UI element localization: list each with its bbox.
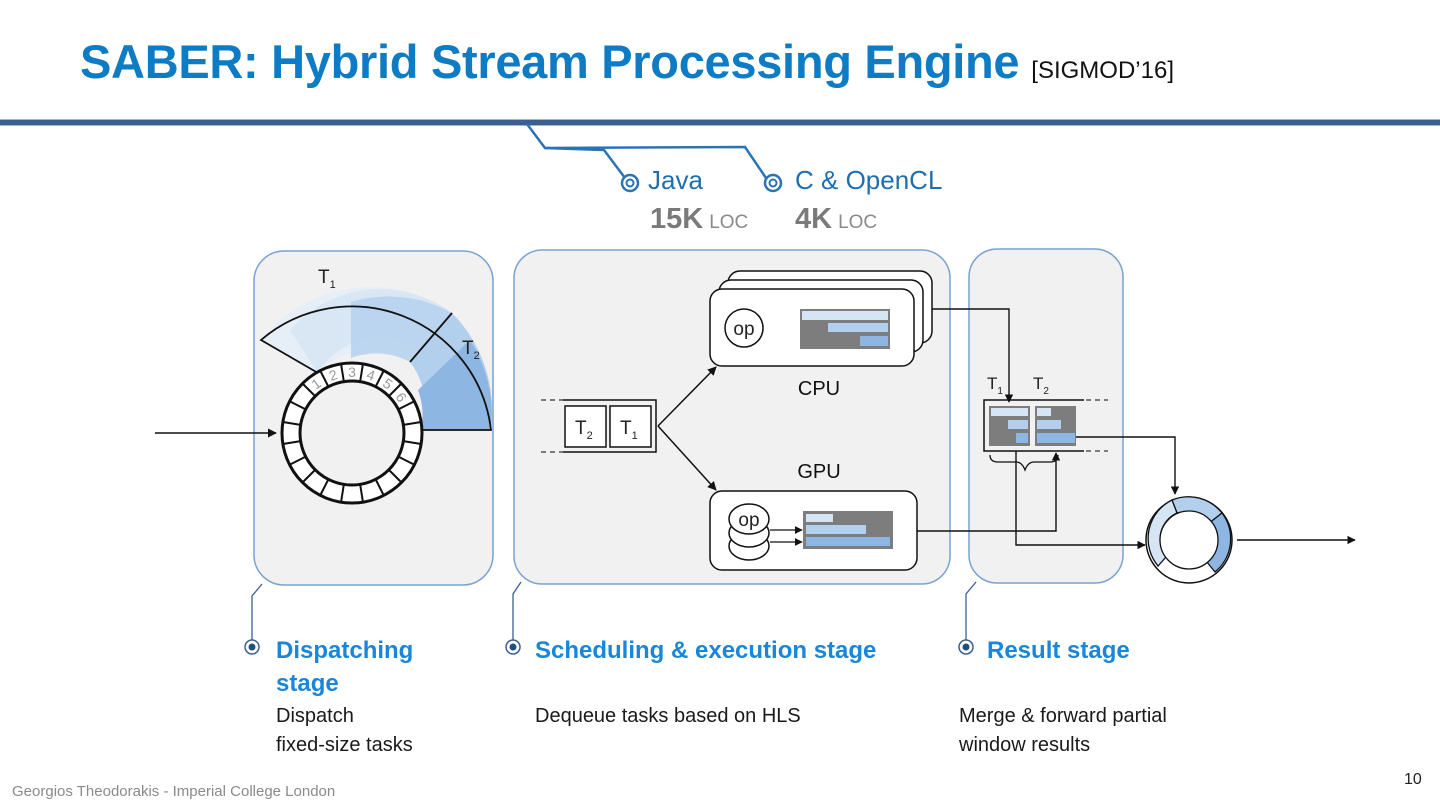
java-label: Java bbox=[648, 165, 703, 195]
gpu-op-stack bbox=[728, 503, 770, 535]
svg-text:T1: T1 bbox=[620, 418, 638, 442]
gpu-dispatch-arrow bbox=[657, 425, 717, 491]
ring-slot-divider bbox=[403, 440, 422, 445]
result-buffer: T1 T2 bbox=[983, 374, 1108, 472]
opencl-connector-line bbox=[544, 145, 768, 179]
merge-brace bbox=[989, 454, 1059, 472]
ring-slot-divider bbox=[319, 478, 330, 496]
ring-slot-divider bbox=[282, 421, 301, 426]
venue-label: [SIGMOD’16] bbox=[1031, 57, 1174, 84]
queue-task-t2 bbox=[564, 405, 607, 448]
slide-title: SABER: Hybrid Stream Processing Engine [S… bbox=[80, 34, 1174, 89]
scheduling-stage-title: Scheduling & execution stage bbox=[535, 634, 876, 667]
result-desc-line2: window results bbox=[959, 734, 1091, 756]
java-loc-unit: LOC bbox=[709, 212, 749, 233]
title-divider bbox=[0, 119, 1440, 126]
result-stage-desc: Merge & forward partial window results bbox=[959, 702, 1167, 760]
ring-slot-divider bbox=[359, 484, 364, 503]
opencl-loc-unit: LOC bbox=[838, 212, 878, 233]
dispatch-title-line2: stage bbox=[276, 670, 339, 697]
gpu-label: GPU bbox=[797, 461, 840, 483]
stage-callout-lines bbox=[251, 581, 977, 642]
opencl-label: C & OpenCL bbox=[795, 165, 943, 195]
ring-slot-divider bbox=[359, 363, 364, 382]
java-loc-value: 15K bbox=[650, 203, 704, 235]
page-number: 10 bbox=[1404, 771, 1422, 788]
result-stage-bullet-icon bbox=[958, 639, 974, 655]
cpu-workers: op CPU bbox=[709, 270, 933, 400]
cpu-dispatch-arrow bbox=[657, 366, 717, 427]
dispatch-stage-title: Dispatching stage bbox=[276, 634, 413, 700]
result-desc-line1: Merge & forward partial bbox=[959, 705, 1167, 727]
result-wires bbox=[917, 308, 1356, 550]
ring-slot-divider bbox=[374, 370, 385, 388]
scheduling-title-line1: Scheduling & execution stage bbox=[535, 637, 877, 664]
ring-slot-divider bbox=[403, 421, 422, 426]
ring-slot-divider bbox=[289, 400, 307, 411]
ring-slot-divider bbox=[397, 455, 415, 466]
ring-slot-divider bbox=[301, 382, 316, 397]
ring-slot-divider bbox=[374, 478, 385, 496]
java-bullet-icon bbox=[620, 173, 640, 193]
dispatch-stage-desc: Dispatch fixed-size tasks bbox=[276, 702, 413, 760]
opencl-bullet-icon bbox=[763, 173, 783, 193]
ring-slot-divider bbox=[388, 469, 403, 484]
footer-author: Georgios Theodorakis - Imperial College … bbox=[12, 783, 336, 800]
dispatch-stage-bullet-icon bbox=[244, 639, 260, 655]
svg-text:T2: T2 bbox=[575, 418, 593, 442]
ring-slot-divider bbox=[397, 400, 415, 411]
result-title-line1: Result stage bbox=[987, 637, 1130, 664]
ring-inner bbox=[298, 379, 406, 487]
task-queue: T2 T1 bbox=[541, 399, 657, 453]
scheduling-stage-bullet-icon bbox=[505, 639, 521, 655]
gpu-op-label: op bbox=[738, 510, 759, 531]
java-connector-line bbox=[526, 123, 626, 179]
cpu-op-label: op bbox=[733, 319, 754, 340]
scheduling-desc-line1: Dequeue tasks based on HLS bbox=[535, 705, 801, 727]
gpu-worker: GPU op bbox=[709, 461, 918, 571]
ring-slot-divider bbox=[282, 440, 301, 445]
ring-slot-divider bbox=[319, 370, 330, 388]
dispatch-desc-line2: fixed-size tasks bbox=[276, 734, 413, 756]
t2-label: T2 bbox=[462, 338, 480, 362]
ring-slot-divider bbox=[340, 363, 345, 382]
language-connectors bbox=[526, 123, 768, 179]
output-ring-buffer bbox=[1145, 496, 1233, 584]
ring-slot-divider bbox=[289, 455, 307, 466]
queue-task-t1 bbox=[609, 405, 652, 448]
scheduling-stage-desc: Dequeue tasks based on HLS bbox=[535, 702, 801, 731]
result-t1-label: T1 bbox=[987, 374, 1003, 397]
ring-slot-number: 3 bbox=[348, 364, 356, 380]
result-t2-label: T2 bbox=[1033, 374, 1049, 397]
ring-slot-divider bbox=[388, 382, 403, 397]
dispatch-title-line1: Dispatching bbox=[276, 637, 414, 664]
dispatch-desc-line1: Dispatch bbox=[276, 705, 354, 727]
result-stage-title: Result stage bbox=[987, 634, 1130, 667]
cpu-label: CPU bbox=[798, 378, 840, 400]
t1-label: T1 bbox=[318, 267, 336, 291]
cpu-op-circle bbox=[724, 308, 764, 348]
opencl-loc-value: 4K bbox=[795, 203, 833, 235]
ring-slot-divider bbox=[340, 484, 345, 503]
ring-slot-divider bbox=[301, 469, 316, 484]
title-text: SABER: Hybrid Stream Processing Engine bbox=[80, 35, 1020, 88]
